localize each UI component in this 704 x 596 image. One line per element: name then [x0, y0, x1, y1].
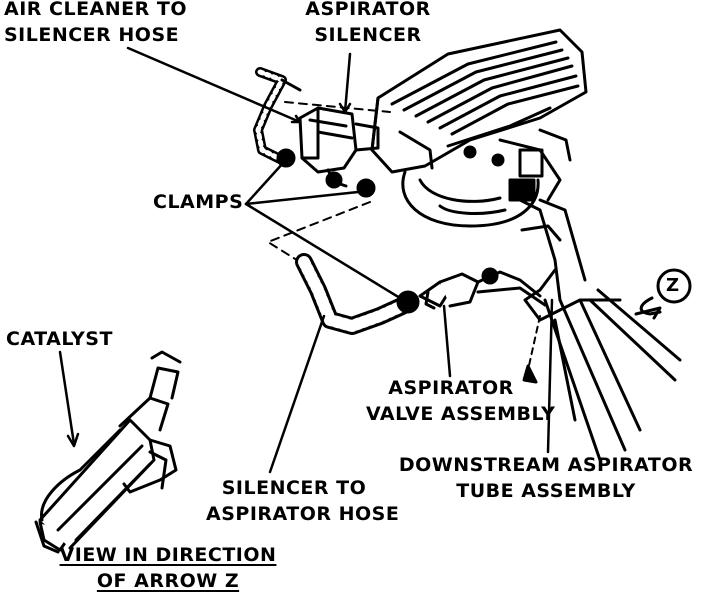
- label-line: ASPIRATOR: [388, 377, 514, 399]
- label-aspirator-valve-assembly: ASPIRATOR VALVE ASSEMBLY: [366, 375, 556, 427]
- leader-silencer-hose: [268, 314, 326, 474]
- leader-downstream-tube: [546, 298, 554, 454]
- aspirator-valve-body: [418, 267, 547, 310]
- routing-dash-valve: [527, 315, 541, 371]
- label-line: ASPIRATOR: [305, 0, 431, 20]
- catalyst-view: [34, 350, 182, 554]
- bolt-marker: [522, 364, 538, 384]
- leader-aspirator-silencer: [343, 52, 352, 114]
- label-line: VALVE ASSEMBLY: [366, 403, 556, 425]
- label-silencer-to-aspirator-hose: SILENCER TO ASPIRATOR HOSE: [206, 475, 400, 527]
- label-aspirator-silencer: ASPIRATOR SILENCER: [296, 0, 440, 48]
- label-line: Z: [666, 275, 680, 296]
- label-line: VIEW IN DIRECTION: [59, 544, 277, 566]
- silencer-to-aspirator-hose: [295, 253, 420, 335]
- label-line: ASPIRATOR HOSE: [206, 503, 400, 525]
- label-line: CLAMPS: [153, 191, 244, 213]
- label-line: SILENCER: [314, 24, 422, 46]
- air-cleaner-assembly: [370, 28, 588, 228]
- label-line: SILENCER TO: [221, 477, 367, 499]
- label-downstream-aspirator-tube-assembly: DOWNSTREAM ASPIRATOR TUBE ASSEMBLY: [394, 452, 698, 504]
- leader-clamp-3: [244, 202, 402, 300]
- label-line: OF ARROW Z: [96, 570, 240, 592]
- leader-aspirator-valve: [442, 304, 452, 378]
- label-line: DOWNSTREAM ASPIRATOR: [398, 454, 694, 476]
- label-catalyst: CATALYST: [6, 326, 113, 352]
- exhaust-pipe: [518, 198, 682, 462]
- label-air-cleaner-to-silencer-hose: AIR CLEANER TO SILENCER HOSE: [4, 0, 187, 48]
- routing-dash-upper: [284, 101, 391, 113]
- leader-clamp-1: [244, 160, 286, 206]
- label-line: AIR CLEANER TO: [4, 0, 187, 20]
- label-arrow-z: Z: [666, 273, 680, 299]
- label-view-in-direction-of-arrow-z: VIEW IN DIRECTION OF ARROW Z: [56, 542, 280, 594]
- label-clamps: CLAMPS: [153, 189, 243, 215]
- label-line: CATALYST: [6, 328, 113, 350]
- leader-air-cleaner-hose: [126, 46, 302, 124]
- arrow-z: [634, 268, 692, 320]
- label-line: TUBE ASSEMBLY: [456, 480, 636, 502]
- routing-dash-lower: [267, 201, 371, 263]
- air-cleaner-to-silencer-hose: [253, 67, 302, 165]
- label-line: SILENCER HOSE: [4, 24, 180, 46]
- aspirator-silencer-body: [276, 106, 380, 198]
- leader-clamp-2: [244, 190, 360, 206]
- leader-catalyst: [58, 350, 76, 446]
